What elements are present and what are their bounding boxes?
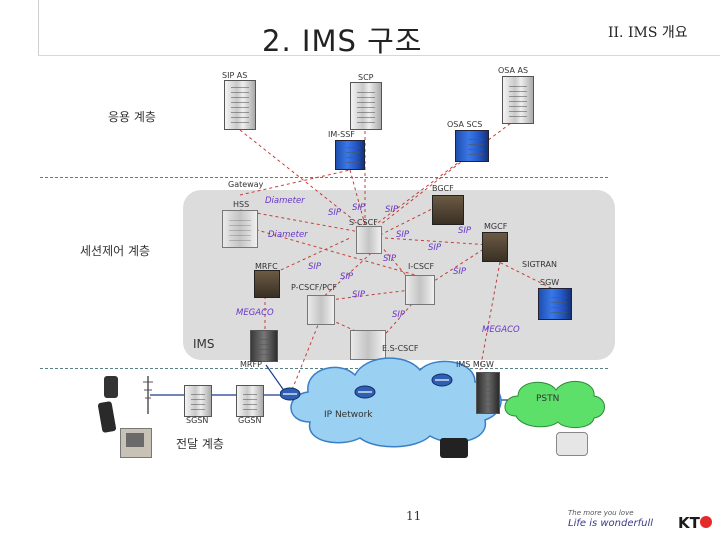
ims-mgw-label: IMS MGW: [456, 360, 494, 369]
scp-label: SCP: [358, 73, 374, 82]
page-title: 2. IMS 구조: [262, 24, 423, 58]
protocol-sip-10: SIP: [453, 267, 467, 277]
pstn-label: PSTN: [536, 394, 560, 404]
sgsn-label: SGSN: [186, 416, 209, 425]
title-underline: [38, 55, 720, 56]
pstn-cloud: [504, 381, 605, 428]
i-cscf-server: [405, 275, 435, 305]
osa-as-server: [502, 76, 534, 124]
protocol-sip-12: SIP: [392, 310, 406, 320]
slogan-main: Life is wonderfull: [568, 518, 654, 529]
mrfp-server: [250, 330, 278, 362]
im-ssf-server: [335, 140, 365, 170]
gateway-label: Gateway: [228, 180, 264, 189]
sip-as-label: SIP AS: [222, 71, 248, 80]
bgcf-label: BGCF: [432, 184, 454, 193]
protocol-sip-8: SIP: [308, 262, 322, 272]
sgw-server: [538, 288, 572, 320]
slogan-top: The more you love: [568, 509, 634, 517]
kt-logo-icon: [700, 516, 712, 528]
mgcf-server: [482, 232, 508, 262]
protocol-sip-9: SIP: [340, 272, 354, 282]
hss-label: HSS: [233, 200, 250, 209]
i-cscf-label: I-CSCF: [408, 262, 435, 271]
ims-mgw-server: [476, 372, 500, 414]
protocol-diameter: Diameter: [265, 196, 305, 206]
title-divider: [38, 0, 39, 55]
protocol-megaco-2: MEGACO: [482, 325, 520, 335]
page-number: 11: [406, 509, 422, 523]
ims-region-label: IMS: [193, 337, 215, 351]
p-cscf-label: P-CSCF/PCF: [291, 283, 338, 292]
ggsn-node: [236, 385, 264, 417]
p-cscf-server: [307, 295, 335, 325]
protocol-cx-diameter: Diameter: [268, 230, 308, 240]
im-ssf-label: IM-SSF: [328, 130, 355, 139]
ip-network-label: IP Network: [324, 410, 373, 420]
mrfc-label: MRFC: [255, 262, 278, 271]
mgcf-label: MGCF: [484, 222, 508, 231]
protocol-sip-6: SIP: [428, 243, 442, 253]
protocol-sip-7: SIP: [383, 254, 397, 264]
bgcf-server: [432, 195, 464, 225]
transport-layer-label: 전달 계층: [176, 437, 224, 451]
sip-as-server: [224, 80, 256, 130]
section-label: II. IMS 개요: [608, 25, 688, 41]
pstn-phone-icon: [556, 432, 588, 456]
osa-scs-server: [455, 130, 489, 162]
kt-brand: KT: [678, 514, 700, 532]
mrfp-label: MRFP: [240, 360, 262, 369]
e-s-cscf-server: [350, 330, 386, 360]
scp-server: [350, 82, 382, 130]
e-s-cscf-label: E.S-CSCF: [382, 344, 419, 353]
layer-divider-top: [40, 177, 608, 178]
mobile-phone-icon: [104, 376, 118, 398]
sigtran-label: SIGTRAN: [522, 260, 557, 269]
s-cscf-label: S-CSCF: [349, 218, 378, 227]
protocol-sip-2: SIP: [328, 208, 342, 218]
sgsn-node: [184, 385, 212, 417]
service-layer-label: 응용 계층: [108, 110, 156, 124]
osa-scs-label: OSA SCS: [447, 120, 483, 129]
antenna-icon: [143, 376, 153, 414]
session-layer-label: 세션제어 계층: [80, 244, 151, 258]
s-cscf-server: [356, 226, 382, 254]
osa-as-label: OSA AS: [498, 66, 529, 75]
desk-phone-icon: [440, 438, 468, 458]
mrfc-server: [254, 270, 280, 298]
sgw-label: SGW: [540, 278, 560, 287]
protocol-sip-5: SIP: [458, 226, 472, 236]
protocol-sip-4: SIP: [396, 230, 410, 240]
protocol-sip-1: SIP: [352, 203, 366, 213]
ip-network-cloud: [280, 357, 502, 448]
kt-slogan-logo: The more you love Life is wonderfull KT: [566, 508, 716, 534]
hss-server: [222, 210, 258, 248]
protocol-sip-11: SIP: [352, 290, 366, 300]
video-phone-icon: [120, 428, 152, 458]
protocol-megaco-1: MEGACO: [236, 308, 274, 318]
ggsn-label: GGSN: [238, 416, 262, 425]
protocol-sip-3: SIP: [385, 205, 399, 215]
